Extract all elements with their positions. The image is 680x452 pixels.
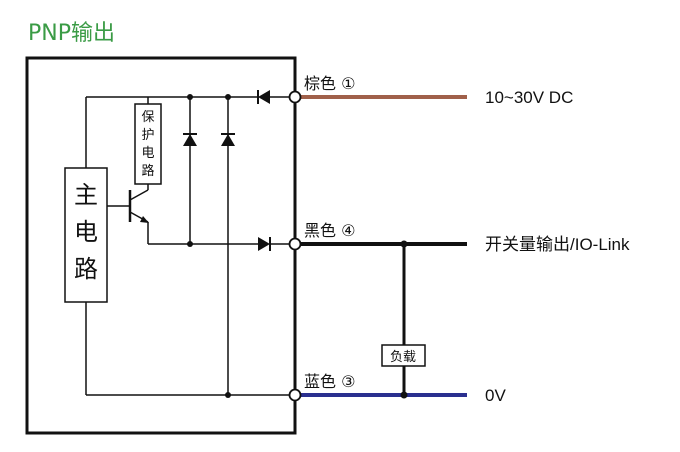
load-label: 负载	[390, 350, 416, 365]
protection-label-3: 电	[141, 146, 154, 161]
output-signal-label: 开关量输出/IO-Link	[485, 235, 630, 254]
clamp-diode-1-icon	[183, 133, 197, 146]
blue-wire-label: 蓝色 ③	[304, 372, 355, 391]
black-wire-label: 黑色 ④	[304, 221, 355, 240]
terminal-black	[288, 237, 302, 251]
transistor-icon	[107, 189, 149, 223]
terminal-brown	[288, 90, 302, 104]
protection-label-1: 保	[141, 110, 154, 125]
supply-signal-label: 10~30V DC	[485, 88, 573, 107]
main-circuit-block	[64, 167, 108, 303]
main-circuit-label-3: 路	[74, 255, 98, 283]
supply-diode-icon	[258, 90, 270, 104]
main-circuit-label-1: 主	[74, 181, 98, 209]
protection-label-4: 路	[141, 163, 154, 179]
protection-circuit-block	[134, 103, 162, 185]
clamp-diode-2-icon	[221, 133, 235, 146]
brown-wire-label: 棕色 ①	[304, 74, 355, 93]
protection-label-2: 护	[141, 128, 154, 143]
output-diode-icon	[258, 237, 270, 251]
load-box	[381, 344, 426, 367]
terminal-blue	[288, 388, 302, 402]
diagram-title: PNP输出	[28, 21, 115, 46]
ground-signal-label: 0V	[485, 386, 506, 405]
main-circuit-label-2: 电	[74, 218, 98, 246]
